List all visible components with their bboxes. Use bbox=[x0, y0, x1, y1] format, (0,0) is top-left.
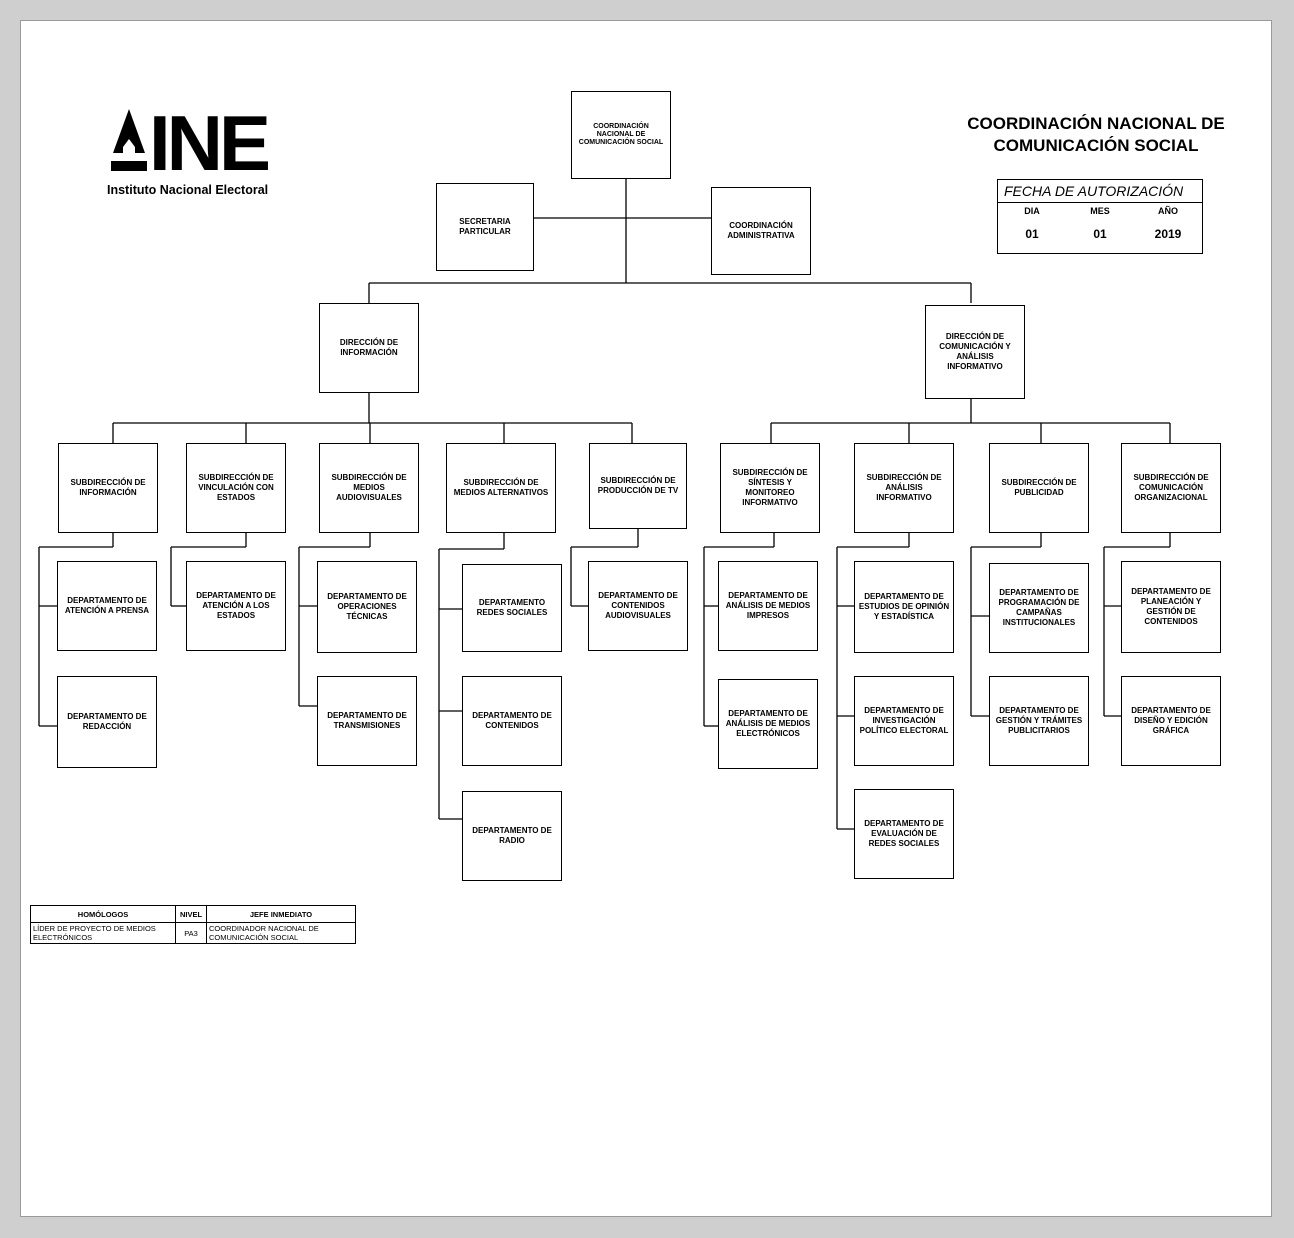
org-box-sub-publicidad: SUBDIRECCIÓN DE PUBLICIDAD bbox=[989, 443, 1089, 533]
org-box-sub-vinculacion: SUBDIRECCIÓN DE VINCULACIÓN CON ESTADOS bbox=[186, 443, 286, 533]
nivel-cell: PA3 bbox=[175, 922, 207, 944]
homologos-data-row: LÍDER DE PROYECTO DE MEDIOS ELECTRÓNICOS… bbox=[30, 922, 356, 944]
authorization-labels: DIA MES AÑO bbox=[998, 203, 1202, 220]
org-box-dep-radio: DEPARTAMENTO DE RADIO bbox=[462, 791, 562, 881]
org-box-dir-informacion: DIRECCIÓN DE INFORMACIÓN bbox=[319, 303, 419, 393]
org-box-dep-programacion: DEPARTAMENTO DE PROGRAMACIÓN DE CAMPAÑAS… bbox=[989, 563, 1089, 653]
org-box-dep-contenidos: DEPARTAMENTO DE CONTENIDOS bbox=[462, 676, 562, 766]
org-box-sub-organizacional: SUBDIRECCIÓN DE COMUNICACIÓN ORGANIZACIO… bbox=[1121, 443, 1221, 533]
org-box-dep-estados: DEPARTAMENTO DE ATENCIÓN A LOS ESTADOS bbox=[186, 561, 286, 651]
auth-value-day: 01 bbox=[1025, 227, 1039, 241]
auth-value-year: 2019 bbox=[1154, 227, 1182, 241]
org-box-dir-comunicacion: DIRECCIÓN DE COMUNICACIÓN Y ANÁLISIS INF… bbox=[925, 305, 1025, 399]
org-box-dep-evaluacion: DEPARTAMENTO DE EVALUACIÓN DE REDES SOCI… bbox=[854, 789, 954, 879]
org-box-dep-investigacion: DEPARTAMENTO DE INVESTIGACIÓN POLÍTICO E… bbox=[854, 676, 954, 766]
jefe-cell: COORDINADOR NACIONAL DE COMUNICACIÓN SOC… bbox=[206, 922, 356, 944]
org-box-coord-admin: COORDINACIÓN ADMINISTRATIVA bbox=[711, 187, 811, 275]
org-box-root: COORDINACIÓN NACIONAL DE COMUNICACIÓN SO… bbox=[571, 91, 671, 179]
homologos-header: HOMÓLOGOS bbox=[30, 905, 176, 923]
document-page: INE Instituto Nacional Electoral COORDIN… bbox=[20, 20, 1272, 1217]
org-box-dep-redaccion: DEPARTAMENTO DE REDACCIÓN bbox=[57, 676, 157, 768]
jefe-header: JEFE INMEDIATO bbox=[206, 905, 356, 923]
title-line-1: COORDINACIÓN NACIONAL DE bbox=[967, 114, 1225, 133]
homologos-table: HOMÓLOGOS NIVEL JEFE INMEDIATO LÍDER DE … bbox=[30, 905, 356, 944]
authorization-values: 01 01 2019 bbox=[998, 220, 1202, 248]
homologo-cell: LÍDER DE PROYECTO DE MEDIOS ELECTRÓNICOS bbox=[30, 922, 176, 944]
page-title: COORDINACIÓN NACIONAL DE COMUNICACIÓN SO… bbox=[941, 113, 1251, 157]
logo-subtitle: Instituto Nacional Electoral bbox=[107, 183, 269, 197]
org-box-dep-gestion: DEPARTAMENTO DE GESTIÓN Y TRÁMITES PUBLI… bbox=[989, 676, 1089, 766]
auth-label-day: DIA bbox=[1024, 206, 1040, 216]
org-box-dep-transmisiones: DEPARTAMENTO DE TRANSMISIONES bbox=[317, 676, 417, 766]
org-box-dep-operaciones: DEPARTAMENTO DE OPERACIONES TÉCNICAS bbox=[317, 561, 417, 653]
homologos-header-row: HOMÓLOGOS NIVEL JEFE INMEDIATO bbox=[30, 905, 356, 923]
org-box-sub-informacion: SUBDIRECCIÓN DE INFORMACIÓN bbox=[58, 443, 158, 533]
org-box-sub-alternativos: SUBDIRECCIÓN DE MEDIOS ALTERNATIVOS bbox=[446, 443, 556, 533]
org-box-dep-redes: DEPARTAMENTO REDES SOCIALES bbox=[462, 564, 562, 652]
authorization-date-table: FECHA DE AUTORIZACIÓN DIA MES AÑO 01 01 … bbox=[997, 179, 1203, 254]
title-line-2: COMUNICACIÓN SOCIAL bbox=[993, 136, 1199, 155]
org-box-sub-sintesis: SUBDIRECCIÓN DE SÍNTESIS Y MONITOREO INF… bbox=[720, 443, 820, 533]
org-box-dep-prensa: DEPARTAMENTO DE ATENCIÓN A PRENSA bbox=[57, 561, 157, 651]
org-box-secretaria: SECRETARIA PARTICULAR bbox=[436, 183, 534, 271]
ine-logo-icon bbox=[111, 109, 147, 171]
org-box-dep-diseno: DEPARTAMENTO DE DISEÑO Y EDICIÓN GRÁFICA bbox=[1121, 676, 1221, 766]
auth-label-month: MES bbox=[1090, 206, 1110, 216]
authorization-header: FECHA DE AUTORIZACIÓN bbox=[998, 180, 1202, 203]
org-box-sub-analisis: SUBDIRECCIÓN DE ANÁLISIS INFORMATIVO bbox=[854, 443, 954, 533]
org-box-dep-cont-audiovisuales: DEPARTAMENTO DE CONTENIDOS AUDIOVISUALES bbox=[588, 561, 688, 651]
org-box-sub-audiovisuales: SUBDIRECCIÓN DE MEDIOS AUDIOVISUALES bbox=[319, 443, 419, 533]
org-chart-connectors bbox=[38, 179, 1171, 830]
auth-value-month: 01 bbox=[1093, 227, 1107, 241]
org-box-sub-produccion: SUBDIRECCIÓN DE PRODUCCIÓN DE TV bbox=[589, 443, 687, 529]
auth-label-year: AÑO bbox=[1158, 206, 1178, 216]
org-box-dep-medios-impresos: DEPARTAMENTO DE ANÁLISIS DE MEDIOS IMPRE… bbox=[718, 561, 818, 651]
org-box-dep-estudios-opinion: DEPARTAMENTO DE ESTUDIOS DE OPINIÓN Y ES… bbox=[854, 561, 954, 653]
logo-wordmark: INE bbox=[149, 99, 271, 187]
org-box-dep-planeacion: DEPARTAMENTO DE PLANEACIÓN Y GESTIÓN DE … bbox=[1121, 561, 1221, 653]
org-box-dep-medios-electronicos: DEPARTAMENTO DE ANÁLISIS DE MEDIOS ELECT… bbox=[718, 679, 818, 769]
nivel-header: NIVEL bbox=[175, 905, 207, 923]
